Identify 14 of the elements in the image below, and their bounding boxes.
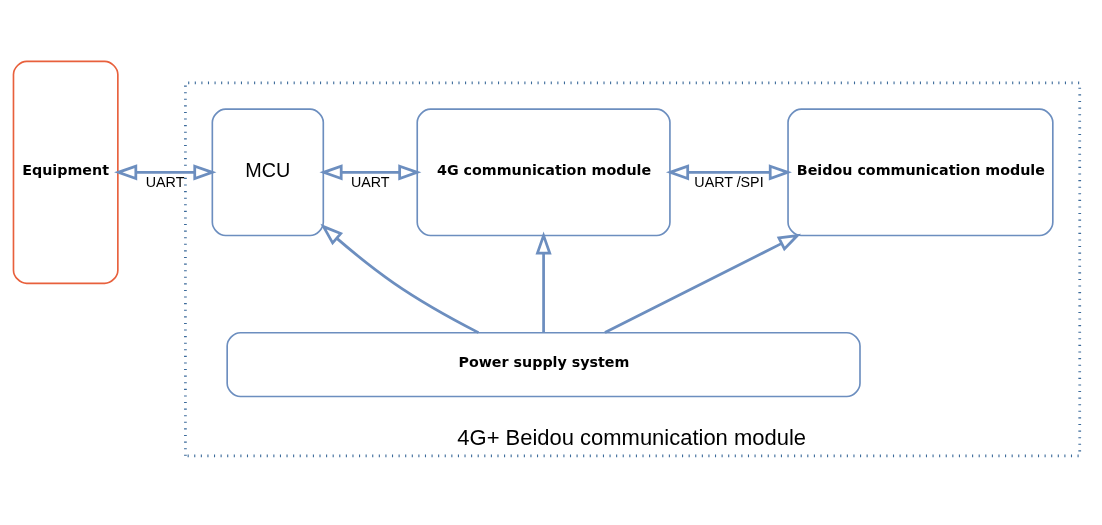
arrow: [114, 163, 217, 180]
edge-label: UART: [350, 173, 390, 190]
arrow: [535, 230, 552, 333]
edge-label: UART /SPI: [694, 173, 764, 190]
arrow: [665, 163, 792, 180]
node-box: Beidou communication module: [787, 107, 1054, 236]
node-box: Power supply system: [226, 331, 861, 397]
node-box: 4G communication module: [416, 107, 671, 236]
node-box: Equipment: [12, 60, 119, 284]
edge-label: UART: [145, 173, 185, 190]
arrow: [604, 233, 802, 334]
node-box: MCU: [211, 107, 325, 236]
arrow: [320, 223, 480, 334]
arrow: [319, 163, 422, 180]
